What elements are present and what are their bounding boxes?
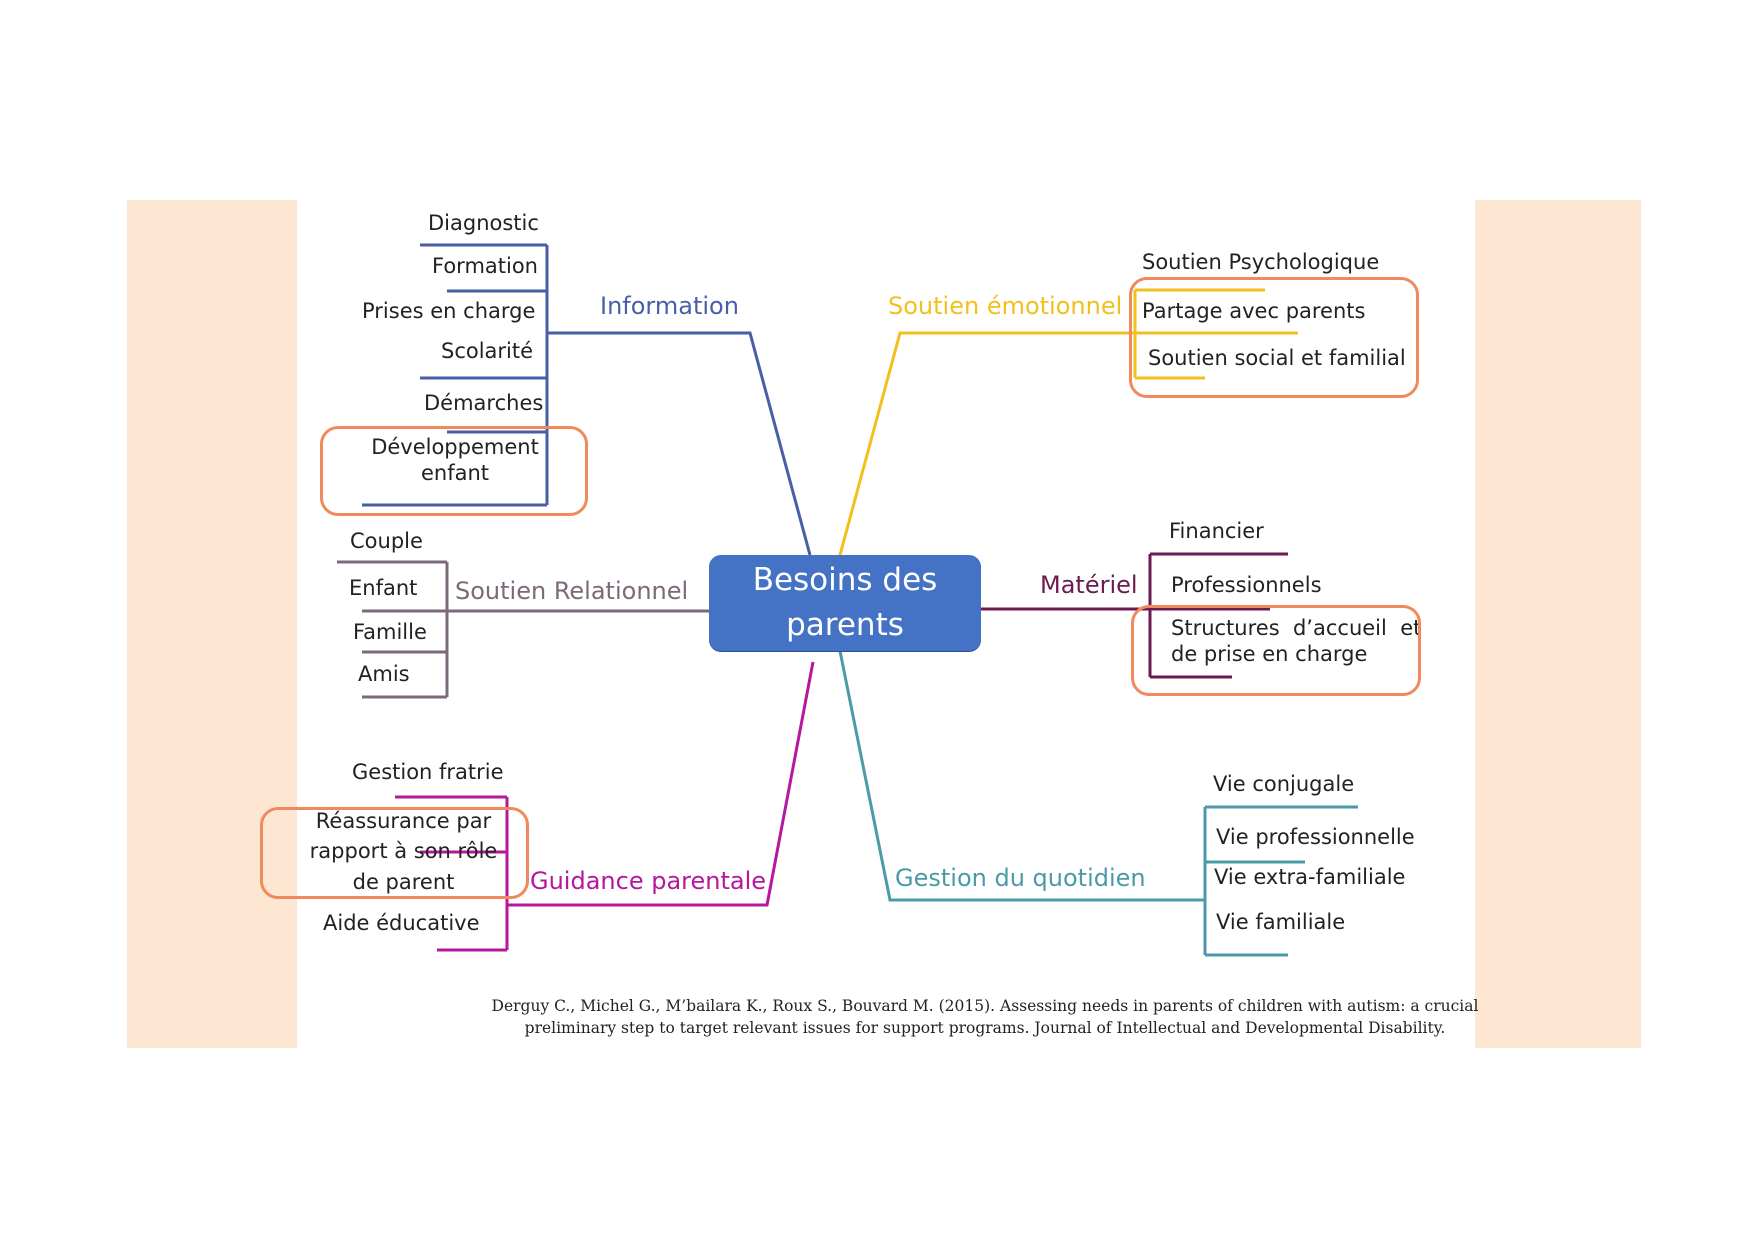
soutien-emotionnel-item-psychologique: Soutien Psychologique [1142,250,1380,274]
guidance-item-reassurance: Réassurance par rapport à son rôle de pa… [296,806,511,897]
relationnel-item-amis: Amis [358,662,410,686]
information-item-developpement-enfant: Développement enfant [370,434,540,487]
branch-information-label: Information [600,292,739,320]
quotidien-main-line [838,650,1205,902]
citation-line2: preliminary step to target relevant issu… [524,1018,1446,1037]
reassurance-line3: de parent [352,869,455,894]
branch-soutien-emotionnel-label: Soutien émotionnel [888,292,1123,320]
relationnel-item-couple: Couple [350,529,423,553]
materiel-item-financier: Financier [1169,519,1264,543]
guidance-connectors [395,661,815,952]
quotidien-item-conjugale: Vie conjugale [1213,772,1355,796]
quotidien-item-extra-familiale: Vie extra-familiale [1214,865,1406,889]
central-node-line1: Besoins des [752,562,938,599]
information-item-diagnostic: Diagnostic [428,211,539,235]
branch-materiel-label: Matériel [1040,571,1138,599]
developpement-line2: enfant [420,461,490,486]
citation: Derguy C., Michel G., M’bailara K., Roux… [490,996,1480,1039]
reassurance-line1: Réassurance par [315,809,492,833]
materiel-connectors [981,552,1288,679]
materiel-item-professionnels: Professionnels [1171,573,1322,597]
information-item-scolarite: Scolarité [441,339,534,363]
soutien-relationnel-connectors [337,560,709,699]
information-item-prises-en-charge: Prises en charge [362,299,536,323]
highlight-reassurance [260,807,529,899]
guidance-item-aide-educative: Aide éducative [323,911,480,935]
slide-left-margin [127,200,297,1048]
structures-line2: de prise en charge [1171,642,1368,667]
information-item-demarches: Démarches [424,391,544,415]
information-item-formation: Formation [432,254,538,278]
central-node: Besoins des parents [709,555,981,651]
branch-soutien-relationnel-label: Soutien Relationnel [455,577,689,605]
quotidien-item-professionnelle: Vie professionnelle [1216,825,1415,849]
relationnel-item-famille: Famille [353,620,427,644]
quotidien-connectors [838,650,1358,957]
developpement-line1: Développement [371,435,539,459]
highlight-soutien-emotionnel [1129,277,1419,398]
materiel-item-structures: Structures d’accueil et de prise en char… [1171,615,1421,668]
information-main-line [547,331,812,556]
soutien-emotionnel-connectors [838,288,1298,556]
highlight-structures [1131,605,1421,696]
soutien-emotionnel-item-partage: Partage avec parents [1142,299,1366,323]
citation-line1: Derguy C., Michel G., M’bailara K., Roux… [491,997,1479,1015]
guidance-item-gestion-fratrie: Gestion fratrie [352,760,504,784]
branch-quotidien-label: Gestion du quotidien [895,864,1146,892]
slide-right-margin [1475,200,1641,1048]
structures-line1: Structures d’accueil et [1171,616,1422,640]
central-node-line2: parents [786,607,904,643]
quotidien-item-familiale: Vie familiale [1216,910,1346,934]
branch-guidance-label: Guidance parentale [530,867,767,895]
soutien-emotionnel-main-line [838,331,1135,556]
relationnel-item-enfant: Enfant [349,576,418,600]
soutien-emotionnel-item-social-familial: Soutien social et familial [1148,346,1406,370]
guidance-main-line [507,661,815,907]
reassurance-line2: rapport à son rôle [309,839,498,864]
highlight-developpement-enfant [320,426,588,516]
information-connectors [362,243,812,556]
